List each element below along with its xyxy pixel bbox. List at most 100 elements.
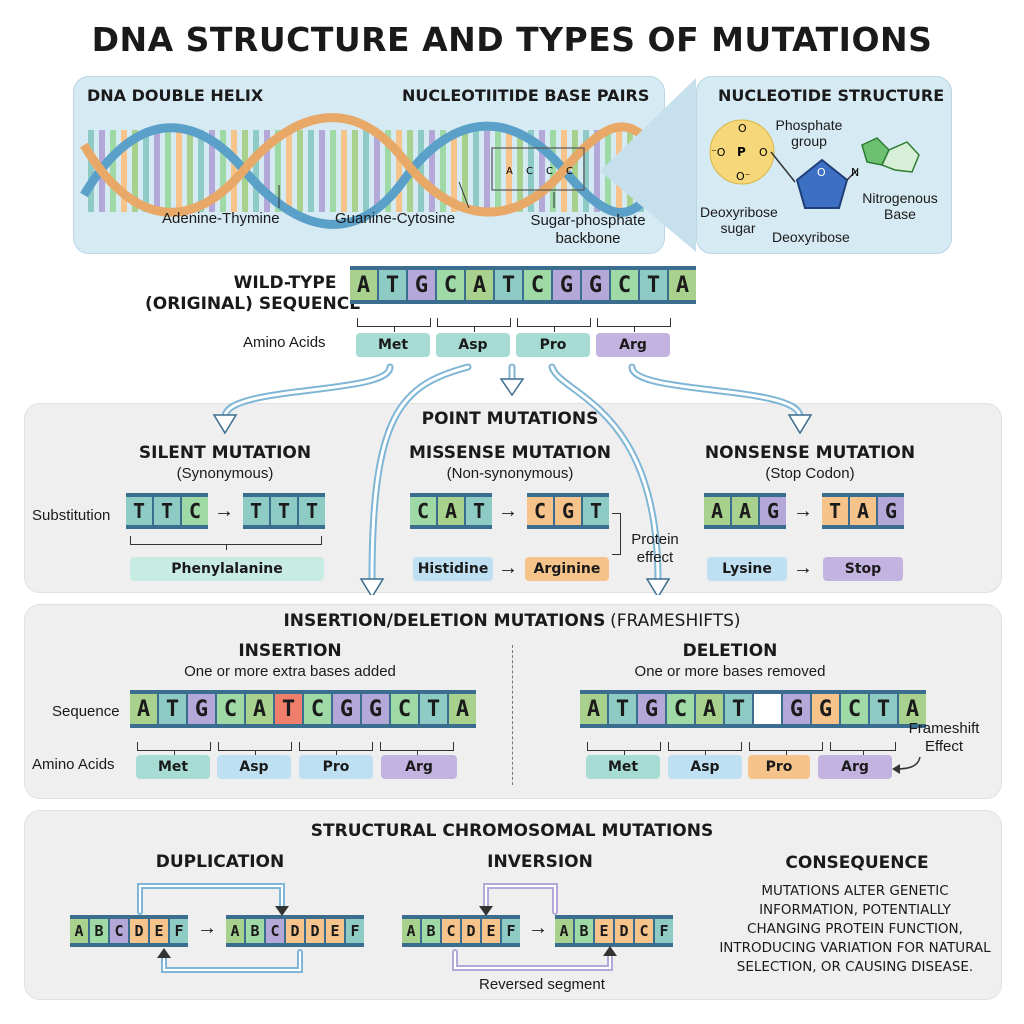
base-cell: G: [638, 694, 665, 724]
base-cell: C: [391, 694, 418, 724]
helix-rung: [198, 130, 204, 212]
phos-p: P: [737, 145, 746, 159]
base-cell: F: [170, 919, 188, 943]
gc-pointer: [458, 181, 470, 209]
helix-rung: [594, 130, 600, 212]
helix-rung: [374, 130, 380, 212]
flow-arrows: [212, 363, 813, 595]
base-pairs-header: NUCLEOTIITIDE BASE PAIRS: [402, 86, 650, 105]
base-cell: T: [275, 694, 302, 724]
helix-rung: [517, 130, 523, 212]
nonsense-mutation-sub: (Stop Codon): [765, 465, 855, 482]
helix-rung: [88, 130, 94, 212]
base-cell: A: [246, 694, 273, 724]
indel-header-plain: (FRAMESHIFTS): [610, 611, 741, 631]
base-cell: C: [437, 270, 464, 300]
base-cell: D: [306, 919, 324, 943]
base-cell: B: [246, 919, 264, 943]
codon-brace: [597, 318, 671, 332]
base-cell: D: [462, 919, 480, 943]
codon-brace: [357, 318, 431, 332]
silent-mutation-sub: (Synonymous): [176, 465, 274, 482]
protein-effect-label: Protein effect: [622, 531, 688, 567]
base-cell: F: [502, 919, 520, 943]
sequence-label: Sequence: [52, 703, 120, 720]
base-pair-zoom-box: [491, 147, 585, 191]
arrow-icon: →: [793, 500, 813, 522]
base-cell: T: [159, 694, 186, 724]
helix-rung: [176, 130, 182, 212]
helix-rung: [143, 130, 149, 212]
helix-rung: [297, 130, 303, 212]
amino-acid-chip: Pro: [516, 333, 590, 357]
deoxy-sugar-line: Deoxyribose: [700, 204, 778, 220]
amino-acid-chip: Met: [356, 333, 430, 357]
base-cell: T: [379, 270, 406, 300]
helix-rung: [319, 130, 325, 212]
base-cell: C: [110, 919, 128, 943]
helix-strand-1: [80, 121, 662, 229]
base-cell: D: [130, 919, 148, 943]
consequence-line: CHANGING PROTEIN FUNCTION,: [747, 921, 963, 937]
helix-rung: [385, 130, 391, 212]
helix-rung: [220, 130, 226, 212]
base-cell: C: [611, 270, 638, 300]
frameshift-line: Frameshift: [908, 720, 980, 737]
base-cell: G: [878, 497, 904, 525]
amino-acid-chip: Arginine: [525, 557, 609, 581]
pair-letter: C: [546, 166, 553, 177]
codon-brace: [137, 742, 211, 756]
duplication-title: DUPLICATION: [155, 852, 285, 872]
base-cell: C: [182, 497, 208, 525]
consequence-line: SELECTION, OR CAUSING DISEASE.: [736, 959, 974, 975]
helix-strand-2: [80, 113, 662, 217]
helix-rung: [165, 130, 171, 212]
base-cell: A: [350, 270, 377, 300]
pair-letter: C: [526, 166, 533, 177]
missense-mutation-title: MISSENSE MUTATION: [408, 443, 612, 463]
phos-o: O: [738, 122, 747, 135]
helix-rung: [264, 130, 270, 212]
codon-brace: [749, 742, 823, 756]
backbone-label-line: backbone: [555, 230, 621, 247]
frameshift-effect-label: Frameshift Effect: [898, 720, 990, 756]
missense-mutation-sub: (Non-synonymous): [446, 465, 574, 482]
base-cell: F: [655, 919, 673, 943]
amino-acid-chip: Pro: [748, 755, 810, 779]
base-cell: C: [841, 694, 868, 724]
helix-rung: [187, 130, 193, 212]
base-cell: E: [326, 919, 344, 943]
helix-rung: [110, 130, 116, 212]
base-cell: T: [640, 270, 667, 300]
arrow-icon: →: [197, 917, 217, 939]
silent-mutation-title: SILENT MUTATION: [138, 443, 312, 463]
amino-acid-chip: Pro: [299, 755, 373, 779]
helix-rung: [121, 130, 127, 212]
helix-rung: [484, 130, 490, 212]
base-cell: C: [410, 497, 436, 525]
codon-brace: [437, 318, 511, 332]
phosphate-label-line: group: [791, 133, 827, 149]
base-cell: A: [226, 919, 244, 943]
page-title: DNA STRUCTURE AND TYPES OF MUTATIONS: [91, 20, 933, 59]
inversion-title: INVERSION: [487, 852, 593, 872]
consequence-line: MUTATIONS ALTER GENETIC: [761, 883, 949, 899]
helix-rung: [396, 130, 402, 212]
arrow-icon: →: [498, 500, 518, 522]
amino-acid-chip: Stop: [823, 557, 903, 581]
base-cell: B: [422, 919, 440, 943]
consequence-line: INTRODUCING VARIATION FOR NATURAL: [719, 940, 991, 956]
codon-brace: [587, 742, 661, 756]
nitrogenous-label-line: Nitrogenous: [862, 190, 938, 206]
wildtype-label-line: (ORIGINAL) SEQUENCE: [145, 294, 361, 314]
arrow-icon: →: [528, 917, 548, 939]
helix-rung: [462, 130, 468, 212]
codon-brace: [299, 742, 373, 756]
indel-header-bold: INSERTION/DELETION MUTATIONS: [283, 611, 606, 631]
amino-acid-chip: Met: [136, 755, 210, 779]
